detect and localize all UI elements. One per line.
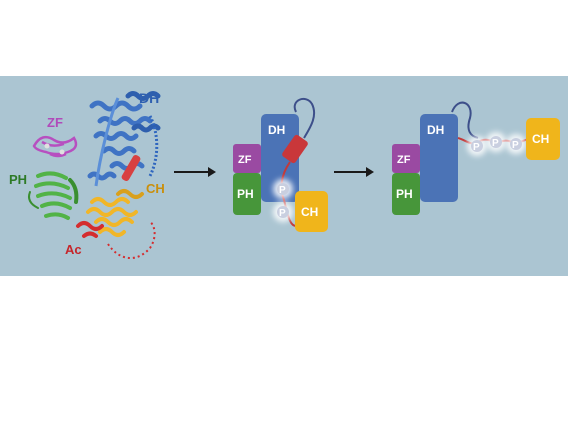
zf-domain	[392, 144, 420, 173]
phospho-label: P	[279, 185, 286, 196]
ph-domain	[233, 173, 261, 215]
zf-label: ZF	[397, 154, 411, 166]
phospho-label: P	[279, 208, 286, 219]
figure-panel: ZF DH PH CH Ac DH ZF PH P P CH	[0, 76, 568, 276]
dh-label: DH	[427, 123, 444, 137]
phospho-site	[490, 136, 502, 148]
structure-label-zf: ZF	[47, 115, 63, 130]
phospho-site	[277, 206, 289, 218]
zf-ribbon	[32, 135, 78, 158]
ph-ribbon	[28, 171, 79, 220]
structure-label-dh: DH	[139, 90, 159, 106]
active-state: DH ZF PH P P P CH	[392, 101, 560, 215]
ch-ribbon	[86, 189, 144, 237]
right-arrow	[334, 167, 374, 177]
structure-label-ac: Ac	[65, 242, 82, 257]
diagram-canvas: ZF DH PH CH Ac DH ZF PH P P CH	[0, 76, 568, 276]
ac-ribbon	[76, 221, 104, 238]
phospho-site	[277, 183, 289, 195]
ch-domain	[295, 191, 328, 232]
ph-domain	[392, 173, 420, 215]
zf-label: ZF	[238, 154, 252, 166]
phospho-label: P	[512, 140, 519, 151]
protein-structure: ZF DH PH CH Ac	[9, 90, 165, 259]
structure-label-ch: CH	[146, 181, 165, 196]
phospho-site	[510, 138, 522, 150]
dh-domain	[261, 114, 299, 202]
ch-domain	[526, 118, 560, 160]
zf-domain	[233, 144, 261, 173]
structure-label-ph: PH	[9, 172, 27, 187]
ph-label: PH	[396, 187, 413, 201]
ph-label: PH	[237, 187, 254, 201]
ch-label: CH	[301, 205, 318, 219]
dh-label: DH	[268, 123, 285, 137]
ch-label: CH	[532, 132, 549, 146]
right-arrow	[174, 167, 216, 177]
phospho-site	[471, 140, 483, 152]
autoinhibited-state: DH ZF PH P P CH	[233, 97, 328, 232]
ac-helix	[282, 134, 308, 164]
phospho-label: P	[492, 138, 499, 149]
dh-domain	[420, 114, 458, 202]
linker-line-to-ch	[280, 161, 297, 227]
linker-line	[451, 101, 479, 139]
phospho-label: P	[473, 142, 480, 153]
linker-line	[293, 97, 316, 139]
